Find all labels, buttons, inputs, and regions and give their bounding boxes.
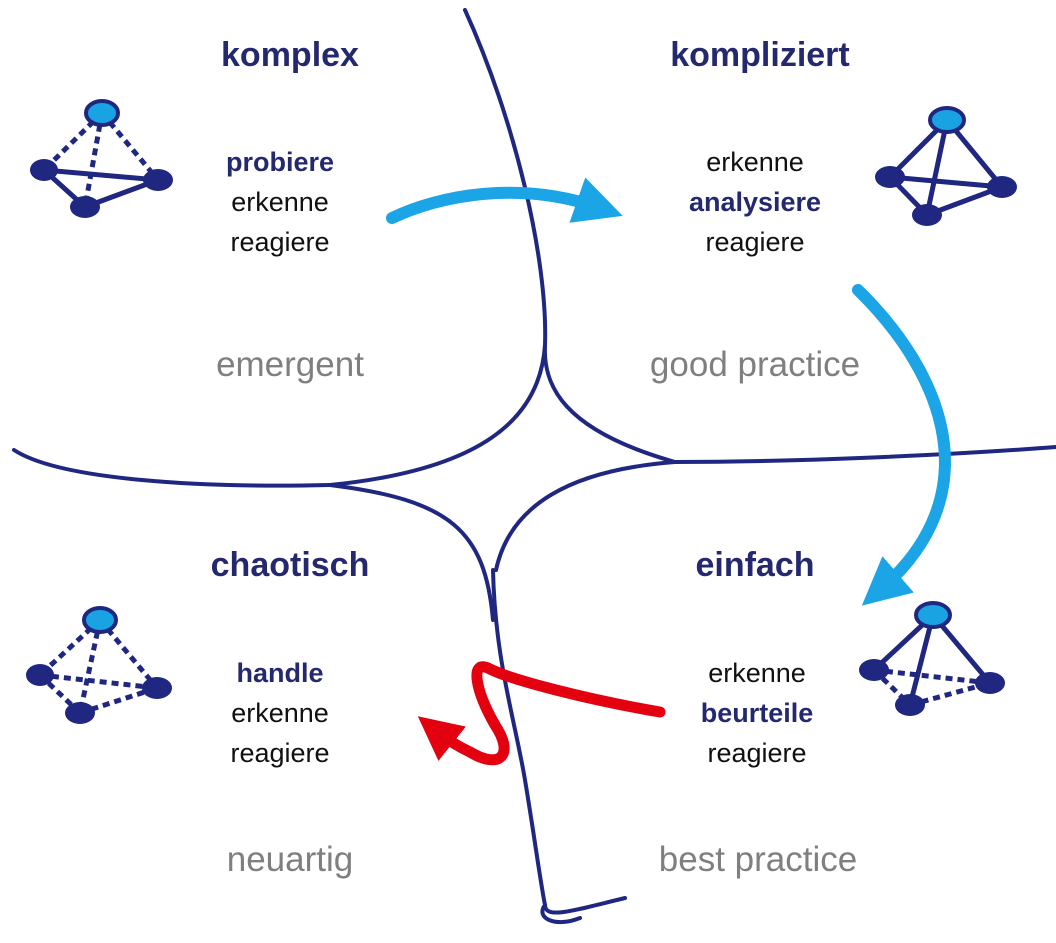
- network-pyramid-icon: [26, 606, 172, 724]
- quadrant-title-kompliziert: kompliziert: [670, 36, 850, 74]
- boundary-bottom-vertical: [491, 568, 627, 915]
- boundary-bottom-hook: [540, 903, 582, 924]
- boundary-left-horizontal: [12, 448, 332, 488]
- network-pyramid-icon: [30, 99, 173, 218]
- verb-list-komplex: probiere erkenne reagiere: [180, 142, 380, 262]
- network-pyramid-icon: [875, 106, 1017, 226]
- verb-reagiere: reagiere: [230, 738, 330, 768]
- verb-erkenne: erkenne: [231, 187, 329, 217]
- verb-analysiere: analysiere: [688, 187, 822, 217]
- verb-erkenne: erkenne: [706, 147, 804, 177]
- quadrant-title-einfach: einfach: [695, 546, 815, 584]
- practice-label-good-practice: good practice: [649, 345, 861, 384]
- boundary-top-left-curve: [328, 343, 547, 487]
- verb-list-chaotisch: handle erkenne reagiere: [185, 653, 375, 773]
- verb-erkenne: erkenne: [708, 658, 806, 688]
- verb-list-kompliziert: erkenne analysiere reagiere: [650, 142, 860, 262]
- practice-label-neuartig: neuartig: [226, 840, 354, 879]
- verb-beurteile: beurteile: [700, 698, 814, 728]
- practice-label-best-practice: best practice: [658, 840, 858, 879]
- arrow-komplex-to-kompliziert: [386, 177, 623, 224]
- domain-boundaries: [12, 8, 1056, 924]
- verb-probiere: probiere: [225, 147, 335, 177]
- network-pyramid-icon: [859, 601, 1005, 716]
- boundary-right-horizontal: [673, 445, 1056, 464]
- verb-erkenne: erkenne: [231, 698, 329, 728]
- verb-list-einfach: erkenne beurteile reagiere: [662, 653, 852, 773]
- arrow-einfach-to-chaotisch: [417, 661, 666, 766]
- practice-label-emergent: emergent: [216, 345, 364, 384]
- arrow-kompliziert-to-einfach: [852, 284, 951, 606]
- boundary-bottom-right-curve: [494, 460, 677, 572]
- quadrant-title-chaotisch: chaotisch: [210, 546, 370, 584]
- verb-reagiere: reagiere: [707, 738, 807, 768]
- verb-reagiere: reagiere: [230, 227, 330, 257]
- quadrant-title-komplex: komplex: [221, 36, 359, 74]
- verb-reagiere: reagiere: [705, 227, 805, 257]
- boundary-bottom-left-curve: [328, 483, 495, 622]
- verb-handle: handle: [236, 658, 324, 688]
- boundary-top-vertical: [463, 8, 677, 464]
